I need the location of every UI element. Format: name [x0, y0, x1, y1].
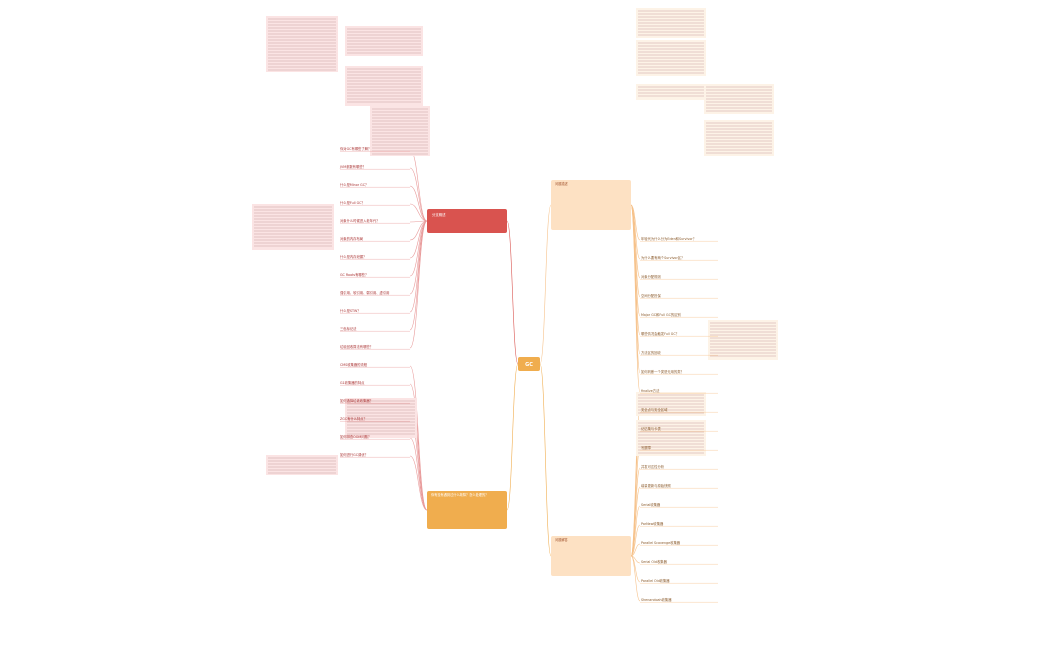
- right-leaf-node[interactable]: Shenandoah收集器: [641, 597, 672, 602]
- paragraph-block: [345, 66, 423, 106]
- connector-line: [409, 220, 428, 349]
- right-leaf-node[interactable]: ParNew收集器: [641, 521, 664, 526]
- right-leaf-node[interactable]: 对象分配规则: [641, 274, 661, 279]
- right-leaf-node[interactable]: 空间分配担保: [641, 293, 661, 298]
- paragraph-block: [345, 398, 417, 438]
- connector-line: [630, 204, 641, 317]
- right-leaf-node[interactable]: Parallel Old收集器: [641, 578, 670, 583]
- paragraph-block: [266, 16, 338, 72]
- connector-line: [539, 363, 552, 557]
- right-leaf-group: 年轻代为什么分为Eden和Survivor？ 为什么要有两个Survivor区？ 对…: [640, 236, 718, 603]
- left-leaf-node[interactable]: 垃圾回收算法有哪些？: [340, 344, 373, 349]
- right-leaf-node[interactable]: 方法区的回收: [641, 350, 661, 355]
- connector-line: [630, 543, 641, 557]
- connector-line: [409, 149, 428, 222]
- left-leaf-node[interactable]: JVM参数有哪些？: [339, 164, 366, 169]
- left-leaf-node[interactable]: 如何选择垃圾收集器？: [340, 398, 373, 403]
- right-leaf-node[interactable]: 增量更新与原始快照: [641, 483, 671, 488]
- right-leaf-node[interactable]: Serial收集器: [641, 502, 661, 507]
- connector-line: [506, 363, 519, 511]
- connector-line: [409, 383, 428, 511]
- left-leaf-node[interactable]: 如何进行GC调优？: [340, 452, 368, 457]
- left-leaf-node[interactable]: GC Roots有哪些？: [340, 272, 368, 277]
- left-leaf-group: 你对GC有哪些了解？ JVM参数有哪些？ 什么是Minor GC？ 什么是Full G…: [339, 146, 410, 458]
- connector-line: [539, 204, 552, 365]
- branch-left-red-title: 分支概述: [432, 212, 446, 217]
- left-leaf-node[interactable]: 对象的内存布局: [340, 236, 363, 241]
- right-leaf-node[interactable]: 为什么要有两个Survivor区？: [641, 255, 684, 260]
- connector-line: [630, 204, 641, 393]
- right-leaf-node[interactable]: 记忆集与卡表: [641, 426, 661, 431]
- connector-line: [630, 524, 641, 557]
- branch-right-bottom[interactable]: 问题解答: [551, 536, 631, 576]
- connector-line: [630, 204, 641, 298]
- connector-line: [409, 220, 428, 313]
- left-leaf-node[interactable]: CMS收集器的流程: [340, 362, 368, 367]
- connector-line: [409, 220, 428, 223]
- right-leaf-node[interactable]: Parallel Scavenge收集器: [641, 540, 681, 545]
- root-node[interactable]: GC: [518, 357, 540, 371]
- left-leaf-node[interactable]: ZGC有什么特点？: [340, 416, 367, 421]
- connector-line: [409, 167, 428, 222]
- branch-right-top[interactable]: 问题描述: [551, 180, 631, 230]
- left-leaf-node[interactable]: 什么是Minor GC？: [340, 182, 368, 187]
- right-leaf-node[interactable]: 如何判断一个类是无用的类？: [641, 369, 684, 374]
- left-leaf-node[interactable]: G1收集器的特点: [340, 380, 365, 385]
- left-leaf-node[interactable]: 什么是STW？: [340, 308, 361, 313]
- paragraph-block: [370, 106, 430, 156]
- right-leaf-node[interactable]: 哪些情况会触发Full GC？: [641, 331, 679, 336]
- right-leaf-node[interactable]: 并发可达性分析: [641, 464, 665, 469]
- right-leaf-node[interactable]: Serial Old收集器: [641, 559, 668, 564]
- connector-line: [630, 555, 641, 602]
- paragraph-block: [252, 204, 334, 250]
- connector-line: [630, 505, 641, 557]
- right-leaf-node[interactable]: 安全点与安全区域: [641, 407, 668, 412]
- right-leaf-node[interactable]: Major GC和Full GC的区别: [641, 312, 681, 317]
- connector-line: [506, 220, 519, 365]
- left-leaf-node[interactable]: 强引用、软引用、弱引用、虚引用: [340, 290, 389, 295]
- connector-line: [409, 455, 428, 511]
- branch-left-red[interactable]: 分支概述: [427, 209, 507, 233]
- left-leaf-node[interactable]: 什么是Full GC？: [340, 200, 365, 205]
- right-leaf-node[interactable]: 年轻代为什么分为Eden和Survivor？: [641, 236, 696, 241]
- paragraph-block: [636, 84, 706, 100]
- right-leaf-node[interactable]: 写屏障: [641, 445, 652, 450]
- root-label: GC: [525, 362, 533, 368]
- right-leaf-node[interactable]: finalize方法: [641, 388, 660, 393]
- branch-left-orange[interactable]: 你有没有遇到过什么故障？怎么处理的？: [427, 491, 507, 529]
- branch-left-orange-title: 你有没有遇到过什么故障？怎么处理的？: [431, 492, 488, 497]
- connector-line: [409, 203, 428, 222]
- connector-line: [630, 204, 641, 279]
- text-blocks: [252, 8, 778, 475]
- left-leaf-node[interactable]: 对象什么时候进入老年代？: [340, 218, 380, 223]
- connector-line: [409, 220, 428, 331]
- paragraph-block: [708, 320, 778, 360]
- branch-right-top-title: 问题描述: [555, 181, 569, 186]
- left-leaf-node[interactable]: 你对GC有哪些了解？: [340, 146, 371, 151]
- left-leaf-node[interactable]: 三色标记法: [340, 326, 357, 331]
- connector-line: [630, 555, 641, 564]
- connector-line: [409, 185, 428, 222]
- branch-right-bottom-title: 问题解答: [555, 537, 569, 542]
- connector-lines: [409, 149, 641, 602]
- left-leaf-node[interactable]: 什么是内存泄漏？: [340, 254, 366, 259]
- left-leaf-node[interactable]: 如何排查OOM问题？: [340, 434, 371, 439]
- connector-line: [409, 365, 428, 511]
